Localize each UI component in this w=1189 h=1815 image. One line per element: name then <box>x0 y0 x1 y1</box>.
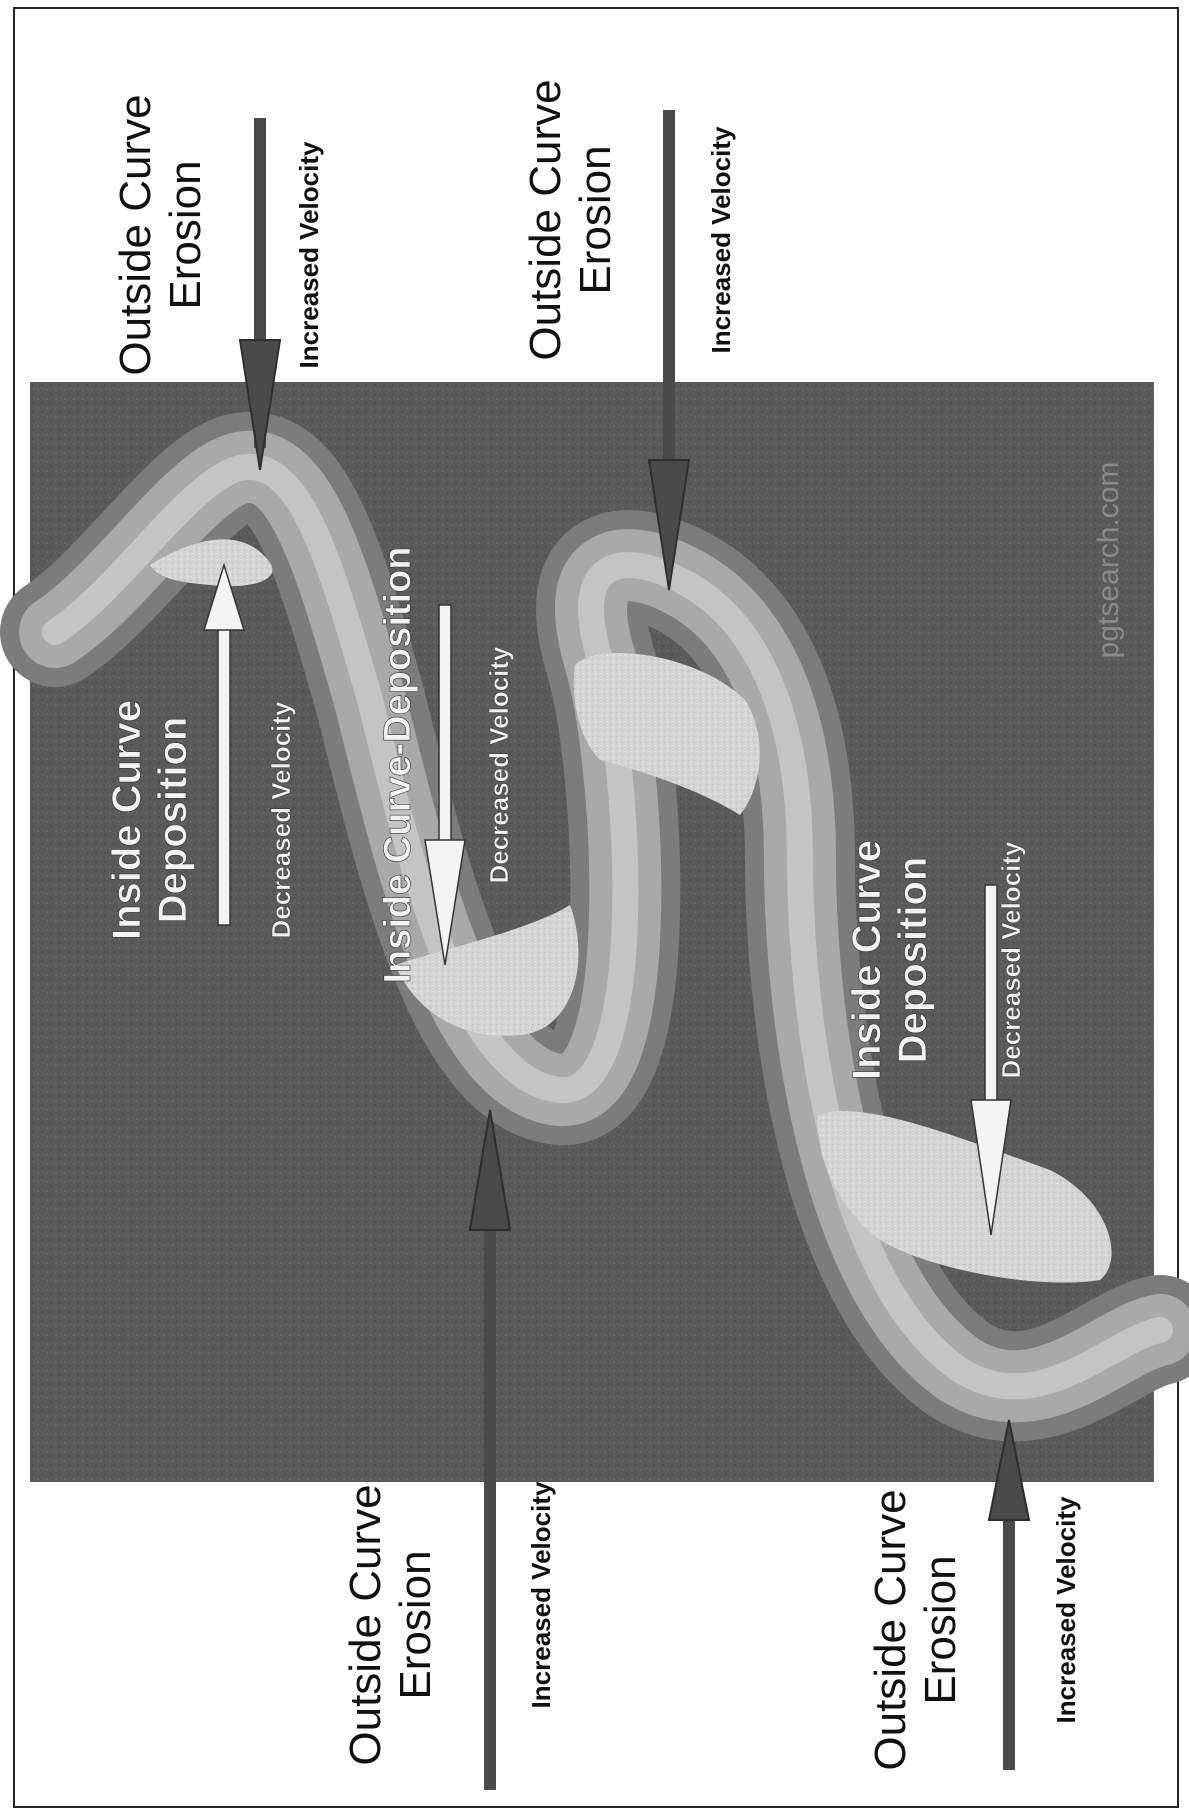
outside-label-3-line1: Outside Curve <box>341 1484 390 1765</box>
outside-label-1-line1: Outside Curve <box>111 94 160 375</box>
inside-label-1-line1: Inside Curve <box>105 700 149 940</box>
outside-label-1-line2: Erosion <box>161 160 210 309</box>
outside-label-2-line2: Erosion <box>571 145 620 294</box>
outside-label-1-sub: Increased Velocity <box>294 141 324 368</box>
outside-label-4-sub: Increased Velocity <box>1051 1496 1081 1723</box>
inside-label-2-sub: Decreased Velocity <box>484 646 514 884</box>
inside-label-1-sub: Decreased Velocity <box>266 701 296 939</box>
inside-label-3-sub: Decreased Velocity <box>996 841 1026 1079</box>
inside-label-3-line2: Deposition <box>891 857 935 1064</box>
inside-label-2-line1: Inside Curve-Deposition <box>377 546 419 983</box>
outside-label-3-sub: Increased Velocity <box>526 1481 556 1708</box>
inside-label-3-line1: Inside Curve <box>845 840 889 1080</box>
outside-label-4-line1: Outside Curve <box>866 1489 915 1770</box>
outside-label-2-line1: Outside Curve <box>521 79 570 360</box>
outside-label-2-sub: Increased Velocity <box>706 126 736 353</box>
watermark: pgtsearch.com <box>1092 462 1125 659</box>
inside-label-1-line2: Deposition <box>151 717 195 924</box>
outside-label-4-line2: Erosion <box>916 1555 965 1704</box>
outside-label-3-line2: Erosion <box>391 1550 440 1699</box>
